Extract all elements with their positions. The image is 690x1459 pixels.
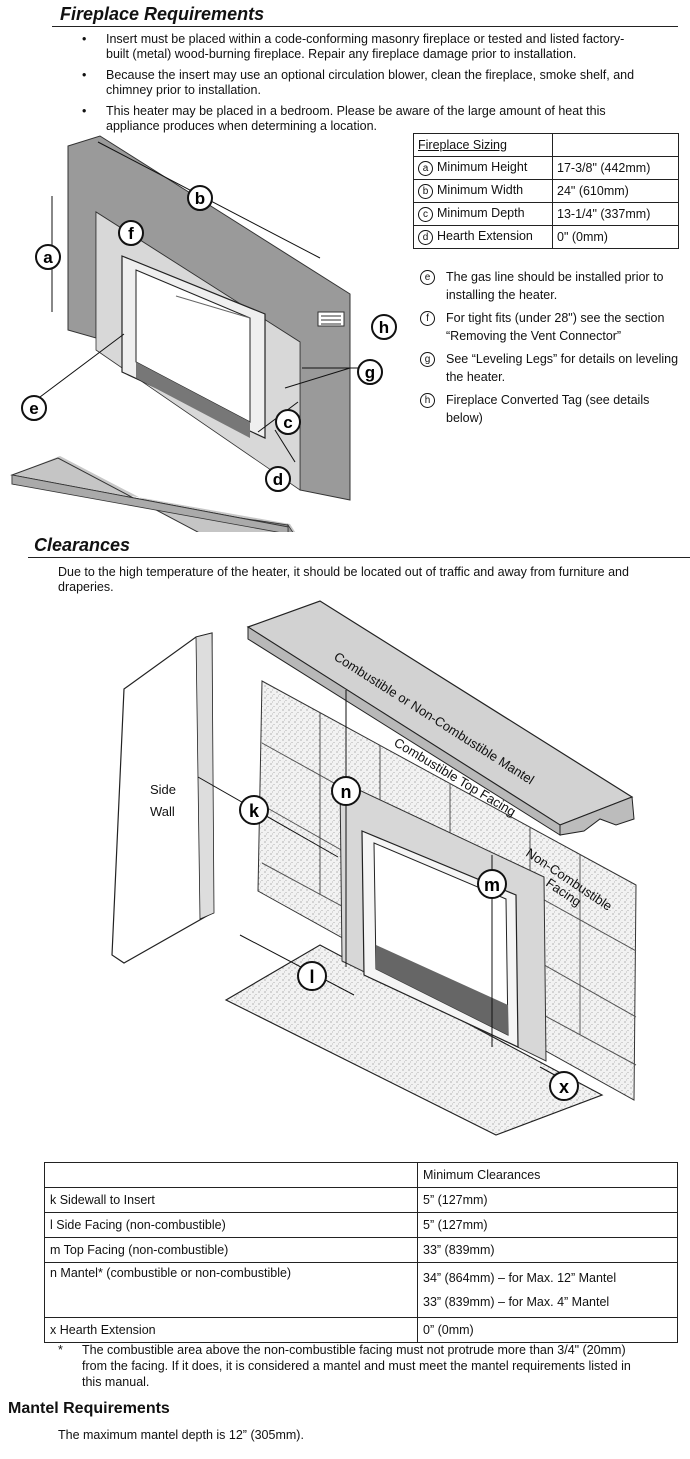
side-wall-label-2: Wall [150, 804, 175, 819]
label-circle-icon: g [420, 352, 435, 367]
bullet-item: Insert must be placed within a code-conf… [82, 32, 642, 62]
fireplace-bullets: Insert must be placed within a code-conf… [82, 32, 642, 140]
table-row: l Side Facing (non-combustible) 5” (127m… [44, 1212, 678, 1238]
label-circle-icon: c [418, 206, 433, 222]
callout-c: c [283, 413, 292, 432]
side-wall-label: Side [150, 782, 176, 797]
table-row: x Hearth Extension 0” (0mm) [44, 1317, 678, 1343]
callout-l: l [309, 967, 314, 987]
callout-f: f [128, 224, 134, 243]
label-circle-icon: h [420, 393, 435, 408]
callout-d: d [273, 470, 283, 489]
callout-x: x [559, 1077, 569, 1097]
clearances-table: Minimum Clearances k Sidewall to Insert … [44, 1162, 678, 1343]
sizing-header: Fireplace Sizing [413, 133, 553, 157]
table-row: m Top Facing (non-combustible) 33” (839m… [44, 1237, 678, 1263]
section-title-mantel: Mantel Requirements [8, 1400, 170, 1417]
label-circle-icon: f [420, 311, 435, 326]
callout-n: n [341, 782, 352, 802]
callout-h: h [379, 318, 389, 337]
label-circle-icon: b [418, 183, 433, 199]
label-circle-icon: e [420, 270, 435, 285]
bullet-item: This heater may be placed in a bedroom. … [82, 104, 642, 134]
label-circle-icon: d [418, 229, 433, 245]
table-row: k Sidewall to Insert 5” (127mm) [44, 1187, 678, 1213]
divider [52, 26, 678, 27]
clearances-intro: Due to the high temperature of the heate… [58, 565, 629, 594]
footnote: The combustible area above the non-combu… [82, 1343, 631, 1389]
callout-a: a [43, 248, 53, 267]
callout-e: e [29, 399, 38, 418]
callout-m: m [484, 875, 500, 895]
callout-b: b [195, 189, 205, 208]
divider [28, 557, 690, 558]
mantel-text: The maximum mantel depth is 12” (305mm). [58, 1428, 304, 1442]
clearances-diagram: Side Wall Combustible or Non-Combustible… [111, 600, 637, 1136]
section-title-clearances: Clearances [34, 535, 131, 555]
callout-k: k [249, 801, 260, 821]
table-row: n Mantel* (combustible or non-combustibl… [44, 1262, 678, 1318]
clearances-header: Minimum Clearances [417, 1162, 678, 1188]
footnote-mark: * [58, 1343, 63, 1357]
label-circle-icon: a [418, 160, 433, 176]
callout-g: g [365, 363, 375, 382]
bullet-item: Because the insert may use an optional c… [82, 68, 642, 98]
fireplace-diagram: a b c d e f g h [10, 135, 397, 532]
section-title-fireplace: Fireplace Requirements [60, 4, 265, 24]
